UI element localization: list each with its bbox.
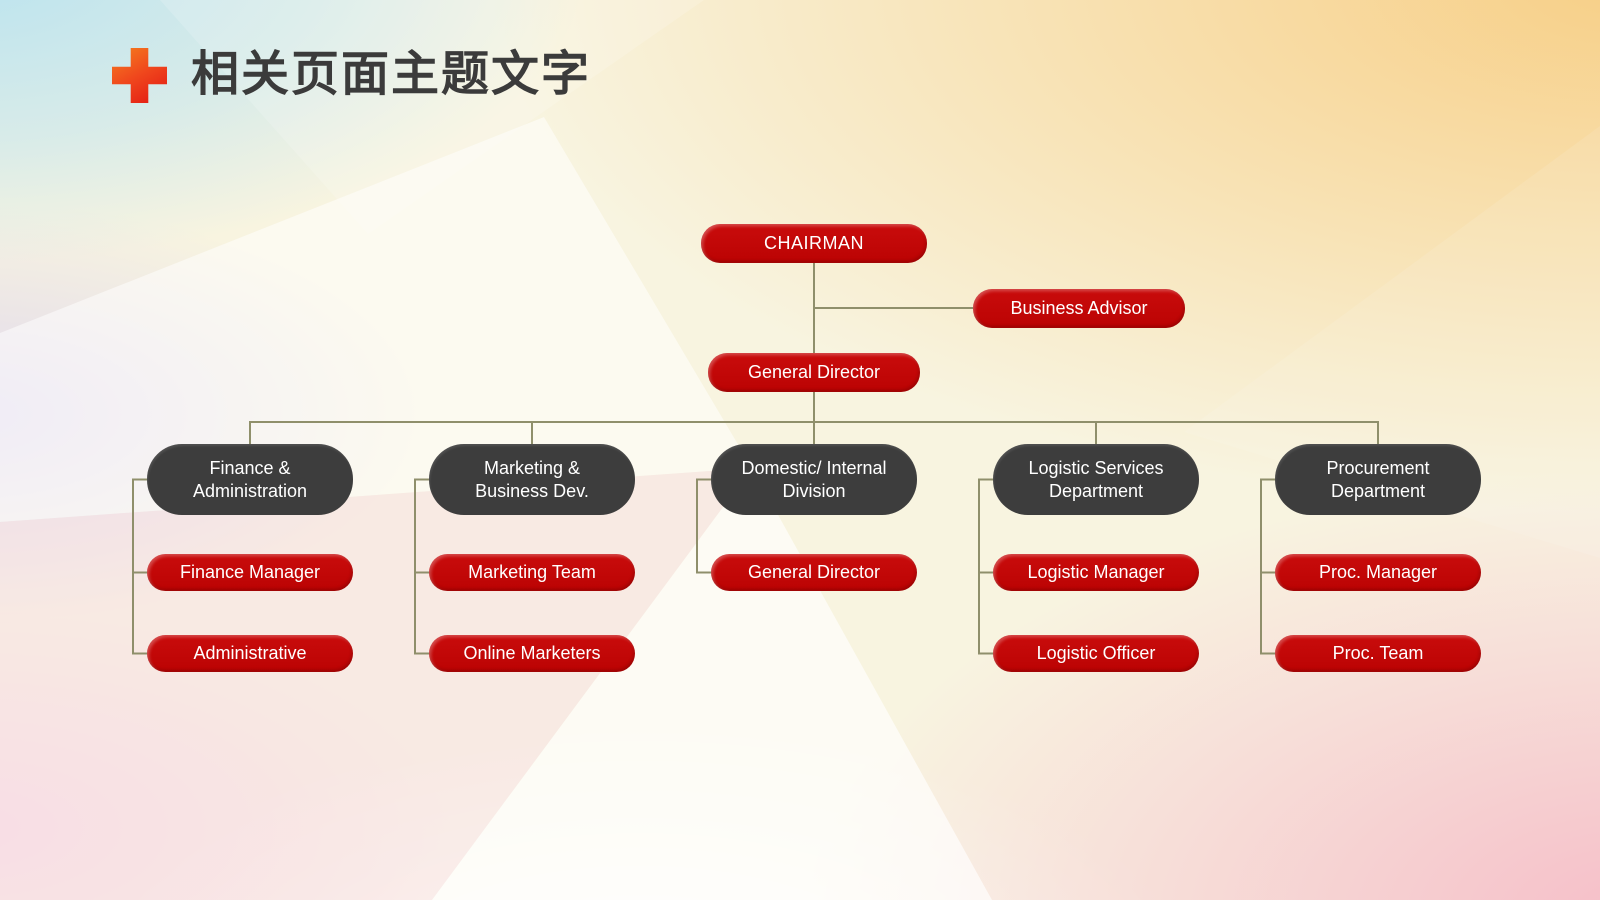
org-node-business-advisor[interactable]: Business Advisor (973, 289, 1185, 328)
org-node-department-domestic[interactable]: Domestic/ Internal Division (711, 444, 917, 515)
org-node-marketing-team[interactable]: Marketing Team (429, 554, 635, 591)
org-node-finance-manager[interactable]: Finance Manager (147, 554, 353, 591)
slide-header: 相关页面主题文字 (112, 48, 591, 103)
org-node-logistic-manager[interactable]: Logistic Manager (993, 554, 1199, 591)
org-node-administrative[interactable]: Administrative (147, 635, 353, 672)
connector-line (978, 478, 994, 655)
connector-line (414, 478, 430, 655)
org-node-department-procurement[interactable]: Procurement Department (1275, 444, 1481, 515)
connector-line (132, 478, 148, 655)
org-node-general-director[interactable]: General Director (708, 353, 920, 392)
org-node-department-finance[interactable]: Finance & Administration (147, 444, 353, 515)
org-node-proc-manager[interactable]: Proc. Manager (1275, 554, 1481, 591)
org-node-department-marketing[interactable]: Marketing & Business Dev. (429, 444, 635, 515)
org-node-chairman[interactable]: CHAIRMAN (701, 224, 927, 263)
connector-line (696, 478, 712, 574)
slide-title[interactable]: 相关页面主题文字 (191, 48, 592, 102)
org-node-online-marketers[interactable]: Online Marketers (429, 635, 635, 672)
org-node-logistic-officer[interactable]: Logistic Officer (993, 635, 1199, 672)
org-node-domestic-general-director[interactable]: General Director (711, 554, 917, 591)
org-node-department-logistic[interactable]: Logistic Services Department (993, 444, 1199, 515)
connector-line (1260, 478, 1276, 655)
org-node-proc-team[interactable]: Proc. Team (1275, 635, 1481, 672)
